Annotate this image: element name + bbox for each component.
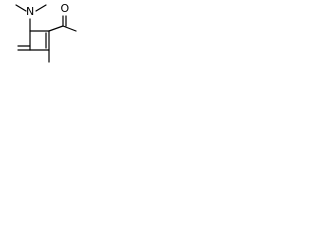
nitrogen-label: N — [26, 5, 34, 18]
bond-n-methyl-right — [35, 4, 47, 12]
oxygen-label: O — [61, 2, 70, 15]
chemical-structure: N O — [15, 2, 77, 63]
bond-n-methyl-left — [15, 4, 27, 12]
bond-acetyl-methyl — [62, 25, 77, 32]
bond-ring-acetyl — [48, 25, 64, 32]
